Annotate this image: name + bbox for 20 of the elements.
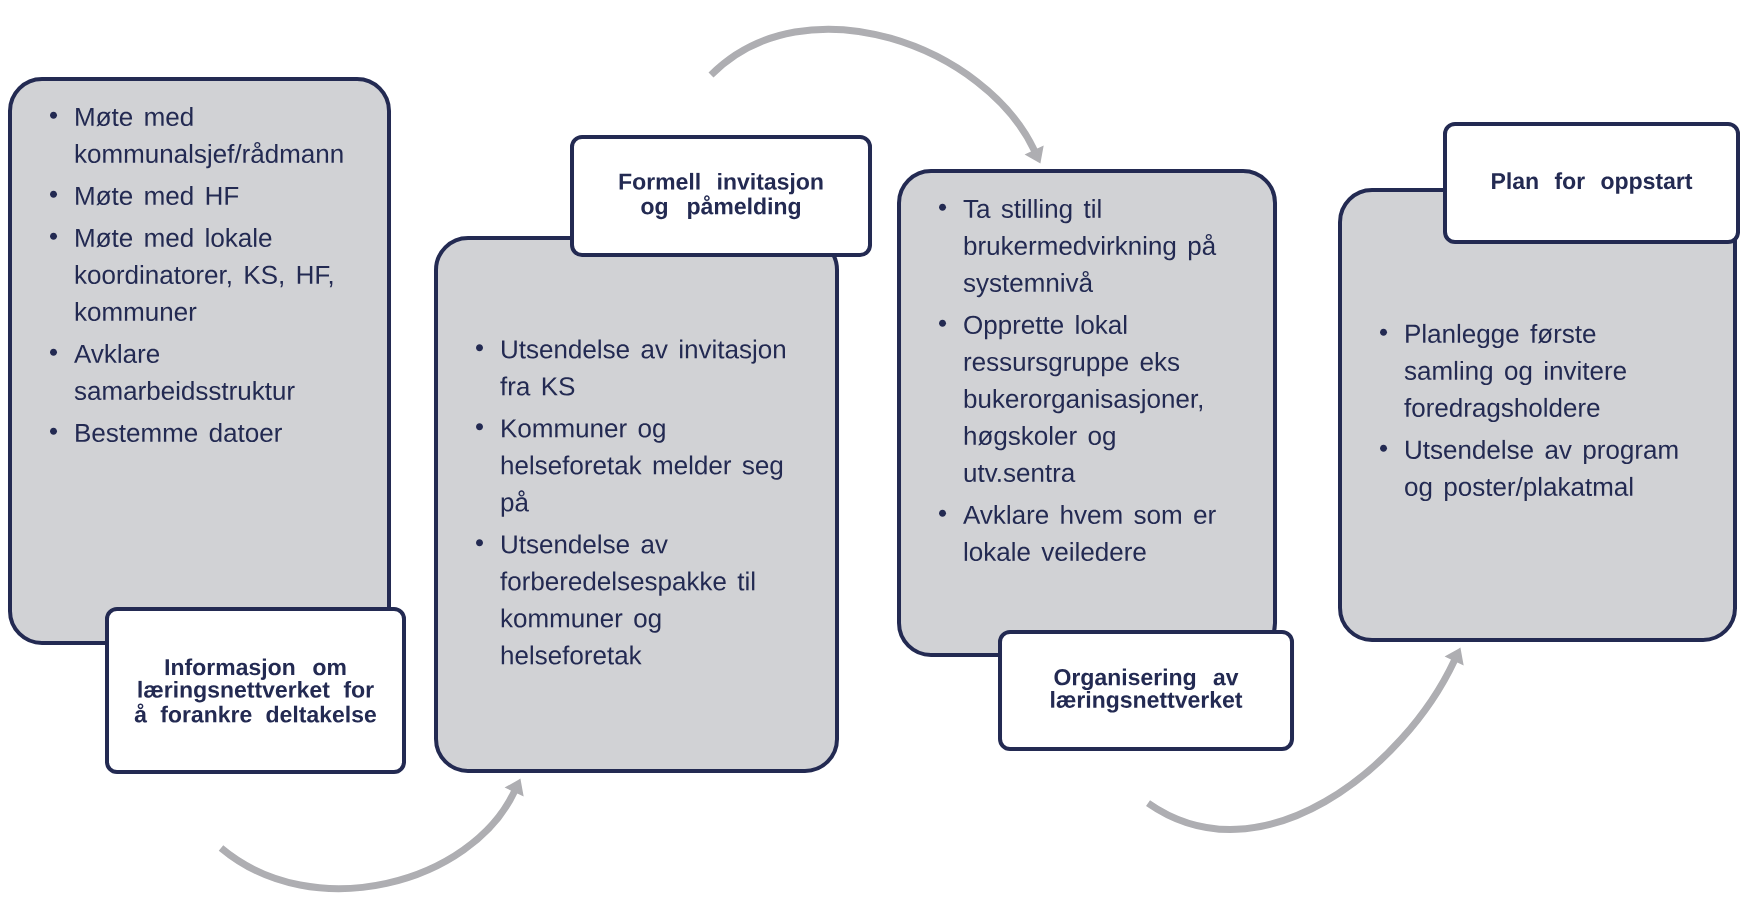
rounded-box bbox=[8, 77, 391, 645]
bullet-item: Møte med lokale koordinatorer, KS, HF, kommuner bbox=[50, 228, 333, 322]
bullet-item: Opprette lokal ressursgruppe eks bukerorganisasjoner, høgskoler og utv.sentra bbox=[939, 315, 1202, 483]
label-box: Plan for oppstart bbox=[1443, 122, 1740, 244]
label-box: Informasjon om læringsnettverket for å forankre deltakelse bbox=[105, 607, 406, 774]
rounded-box bbox=[434, 236, 839, 773]
bullet-item: Utsendelse av invitasjon fra KS bbox=[476, 339, 785, 396]
bullet-item: Møte med kommunalsjef/rådmann bbox=[50, 107, 343, 169]
bullet-item: Avklare hvem som er lokale veiledere bbox=[939, 505, 1216, 562]
rounded-box bbox=[897, 169, 1277, 657]
label-box: Formell invitasjon og påmelding bbox=[570, 135, 872, 257]
bullet-item: Kommuner og helseforetak melder seg på bbox=[476, 419, 783, 517]
bullet-item: Ta stilling til brukermedvirkning på systemnivå bbox=[939, 199, 1217, 298]
bullet-item: Utsendelse av forberedelsespakke til kommuner og helseforetak bbox=[476, 534, 755, 665]
label-box: Organisering av læringsnettverket bbox=[998, 630, 1294, 751]
bullet-item: Utsendelse av program og poster/plakatmal bbox=[1380, 439, 1678, 502]
bullet-item: Bestemme datoer bbox=[50, 423, 282, 443]
bullet-item: Møte med HF bbox=[50, 186, 239, 206]
bullet-item: Planlegge første samling og invitere foredragsholdere bbox=[1380, 323, 1626, 423]
bullet-item: Avklare samarbeidsstruktur bbox=[50, 344, 295, 401]
